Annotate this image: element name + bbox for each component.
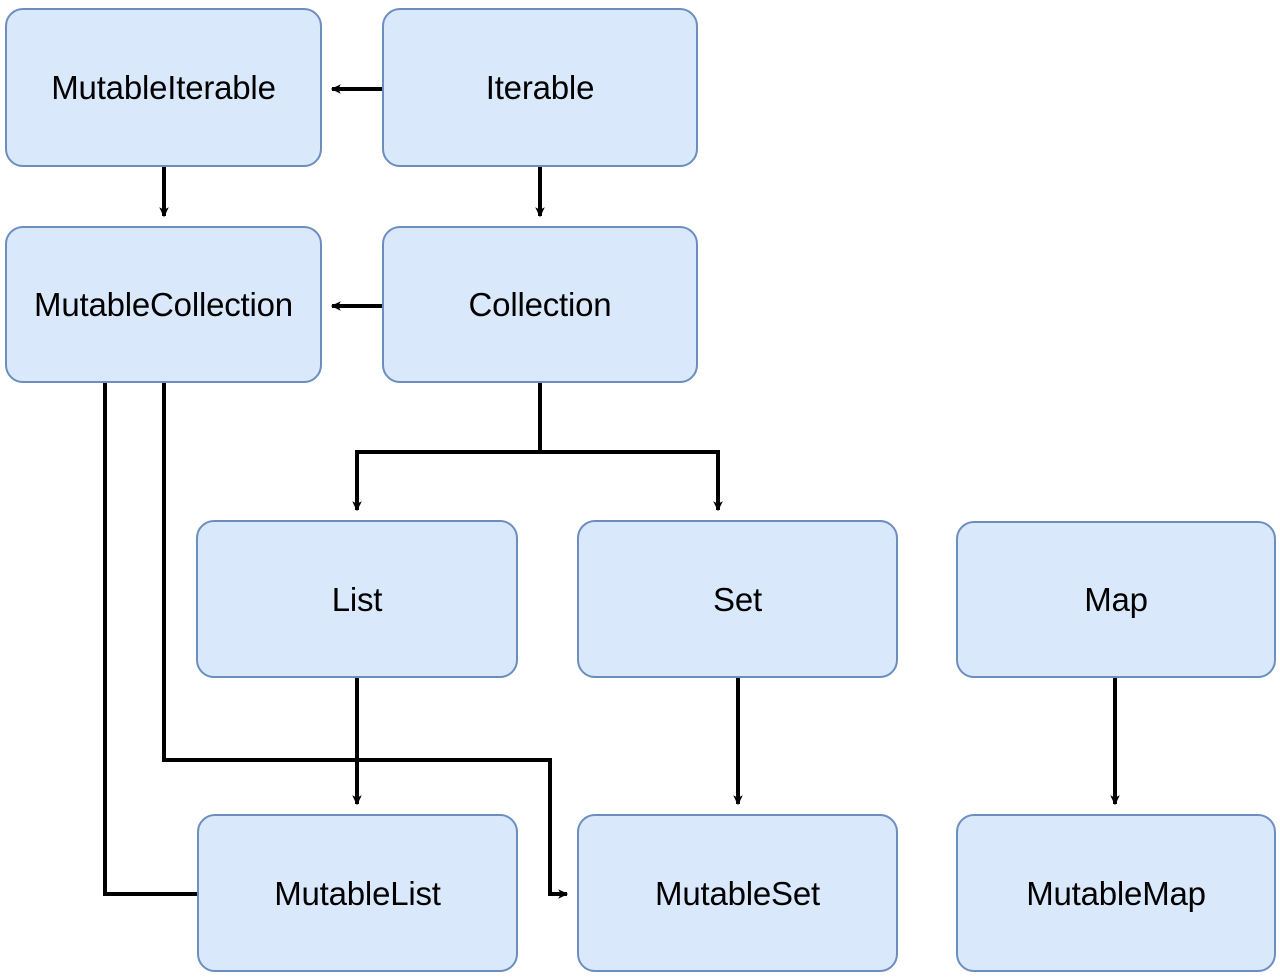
node-iterable[interactable]: Iterable <box>382 8 698 167</box>
node-mutable-map[interactable]: MutableMap <box>956 814 1276 972</box>
node-label-map: Map <box>1084 581 1148 618</box>
node-label-collection: Collection <box>468 286 612 323</box>
node-set[interactable]: Set <box>577 520 898 678</box>
node-label-list: List <box>331 580 383 618</box>
node-label-mutable-list: MutableList <box>274 874 441 912</box>
node-mutable-collection[interactable]: MutableCollection <box>5 226 322 383</box>
node-mutable-iterable[interactable]: MutableIterable <box>5 8 322 167</box>
node-label-set: Set <box>713 580 762 618</box>
node-label-iterable: Iterable <box>485 69 595 106</box>
node-label-mutable-map: MutableMap <box>1026 874 1206 912</box>
node-map[interactable]: Map <box>956 521 1276 678</box>
node-label-mutable-collection: MutableCollection <box>34 286 293 323</box>
node-mutable-list[interactable]: MutableList <box>197 814 518 972</box>
node-collection[interactable]: Collection <box>382 226 698 383</box>
node-list[interactable]: List <box>196 520 518 678</box>
node-label-mutable-set: MutableSet <box>655 874 820 912</box>
node-mutable-set[interactable]: MutableSet <box>577 814 898 972</box>
node-label-mutable-iterable: MutableIterable <box>51 69 276 106</box>
